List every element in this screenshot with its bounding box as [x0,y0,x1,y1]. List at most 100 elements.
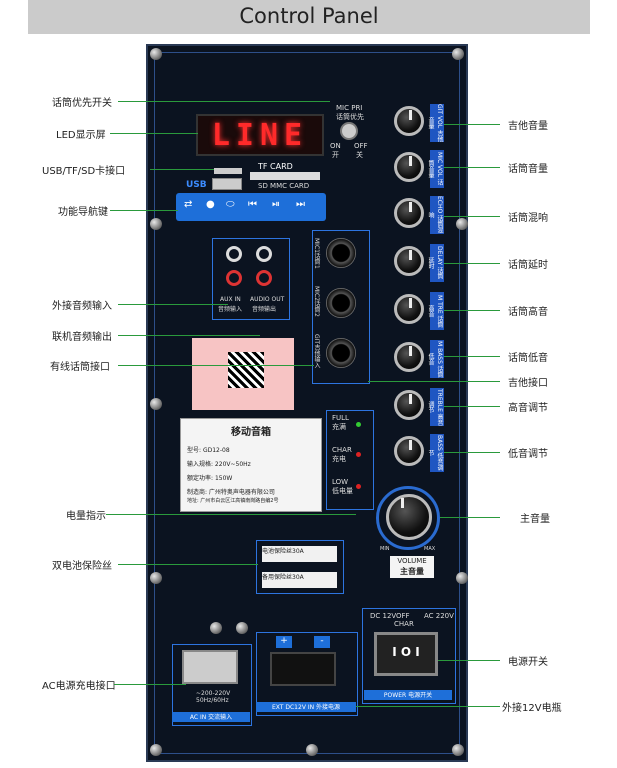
screw-icon [150,398,162,410]
mic-priority-switch[interactable] [340,122,358,140]
treble-knob[interactable] [394,390,424,420]
ac-in-spec: ~200-220V 50Hz/60Hz [196,690,231,704]
low-label: LOW [332,478,349,486]
leader-line [118,335,260,337]
leader-line [118,564,258,566]
screw-icon [150,744,162,756]
full-indicator-led [356,422,361,427]
aux-jack-box [212,238,290,320]
aux-in-label: AUX IN [220,296,241,303]
leader-line [444,452,500,454]
knob-label-treble: TREBLE 高音调节 [427,388,444,426]
mic2-jack[interactable] [326,288,356,318]
leader-line [118,304,228,306]
screw-icon [150,48,162,60]
leader-line [118,365,314,367]
leader-line [114,684,186,686]
mic-pri-label: MIC PRI [336,104,363,112]
leader-line [444,167,500,169]
off2-label: OFF [396,612,410,620]
aux-in-red-jack[interactable] [226,270,242,286]
mic-on-cn-label: 开 [332,151,339,159]
main-volume-knob[interactable] [386,494,432,540]
ac-in-socket[interactable] [182,650,238,684]
usb-port[interactable] [212,178,242,190]
np-maker: 制造商: 广州特奥声电器有限公司 [187,489,275,496]
power-rocker-switch[interactable]: I O I [374,632,438,676]
label-guitar-jack: 吉他接口 [508,378,548,389]
play-dot-icon[interactable]: ● [206,199,215,210]
repeat-icon[interactable]: ⇄ [184,199,193,210]
label-battery-indicator: 电量指示 [66,511,106,522]
mic-volume-knob[interactable] [394,152,424,182]
mic-echo-knob[interactable] [394,198,424,228]
audio-out-red-jack[interactable] [256,270,272,286]
tf-card-label: TF CARD [258,162,293,171]
full-cn-label: 充满 [332,423,346,431]
leader-line [444,216,500,218]
main-volume-ring [376,486,440,550]
page-title: Control Panel [239,4,379,28]
leader-line [368,381,500,383]
led-display: LINE [196,114,324,156]
mic-pri-cn-label: 话筒优先 [336,113,364,121]
guitar-volume-knob[interactable] [394,106,424,136]
knob-label-delay: DELAY 话筒延时 [427,244,444,282]
screw-icon [210,622,222,634]
audio-out-white-jack[interactable] [256,246,272,262]
guitar-jack[interactable] [326,338,356,368]
label-aux-in: 外接音频输入 [52,301,112,312]
mic1-label: MIC1话筒1 [313,238,320,269]
low-cn-label: 低电量 [332,487,353,495]
label-usb-tf-sd: USB/TF/SD卡接口 [42,166,126,177]
switch-text: I O I [392,645,420,659]
play-pause-icon[interactable]: ⏯ [272,199,280,210]
leader-line [110,210,178,212]
minus-label: - [314,636,330,648]
tf-card-slot[interactable] [214,168,242,174]
mic-off-cn-label: 关 [356,151,363,159]
dc-terminal[interactable] [270,652,336,686]
dc12-label: DC 12V [370,612,397,620]
mic-delay-knob[interactable] [394,246,424,276]
label-ac-charge-port: AC电源充电接口 [42,681,116,692]
fuse-1: 电池保险丝30A [262,546,337,562]
label-mic-treble: 话筒高音 [508,307,548,318]
mic-jack-box [312,230,370,384]
battery-indicator-box [326,410,374,510]
label-led-display: LED显示屏 [56,130,106,141]
label-mic-volume: 话筒音量 [508,164,548,175]
label-bass: 低音调节 [508,449,548,460]
np-power: 150W [214,475,233,482]
np-model-label: 型号: [187,447,202,454]
sd-card-slot[interactable] [250,172,320,180]
screw-icon [236,622,248,634]
leader-line [106,514,356,516]
plus-label: + [276,636,292,648]
label-main-volume: 主音量 [520,514,550,525]
aux-in-white-jack[interactable] [226,246,242,262]
label-power-switch: 电源开关 [508,657,548,668]
leader-line [444,124,500,126]
bass-knob[interactable] [394,436,424,466]
label-guitar-volume: 吉他音量 [508,121,548,132]
previous-icon[interactable]: ⏮ [248,199,257,210]
knob-label-mic-vol: MIC VOL 话筒音量 [427,150,444,188]
volume-label: VOLUME [397,557,427,565]
volume-cn-label: 主音量 [400,567,424,576]
fuse-1-label: 电池保险丝30A [262,548,304,555]
label-mic-priority: 话筒优先开关 [52,98,112,109]
mode-icon[interactable]: ⬭ [226,199,235,210]
vol-max-label: MAX [424,546,436,552]
label-mic-delay: 话筒延时 [508,260,548,271]
leader-line [444,310,500,312]
next-icon[interactable]: ⏭ [296,199,305,210]
qr-sticker [192,338,294,410]
leader-line [444,263,500,265]
fuse-2: 备用保险丝30A [262,572,337,588]
leader-line [118,101,330,103]
mic-treble-knob[interactable] [394,294,424,324]
mic1-jack[interactable] [326,238,356,268]
mic-bass-knob[interactable] [394,342,424,372]
guitar-input-label: GIT吉他输入 [313,334,320,369]
